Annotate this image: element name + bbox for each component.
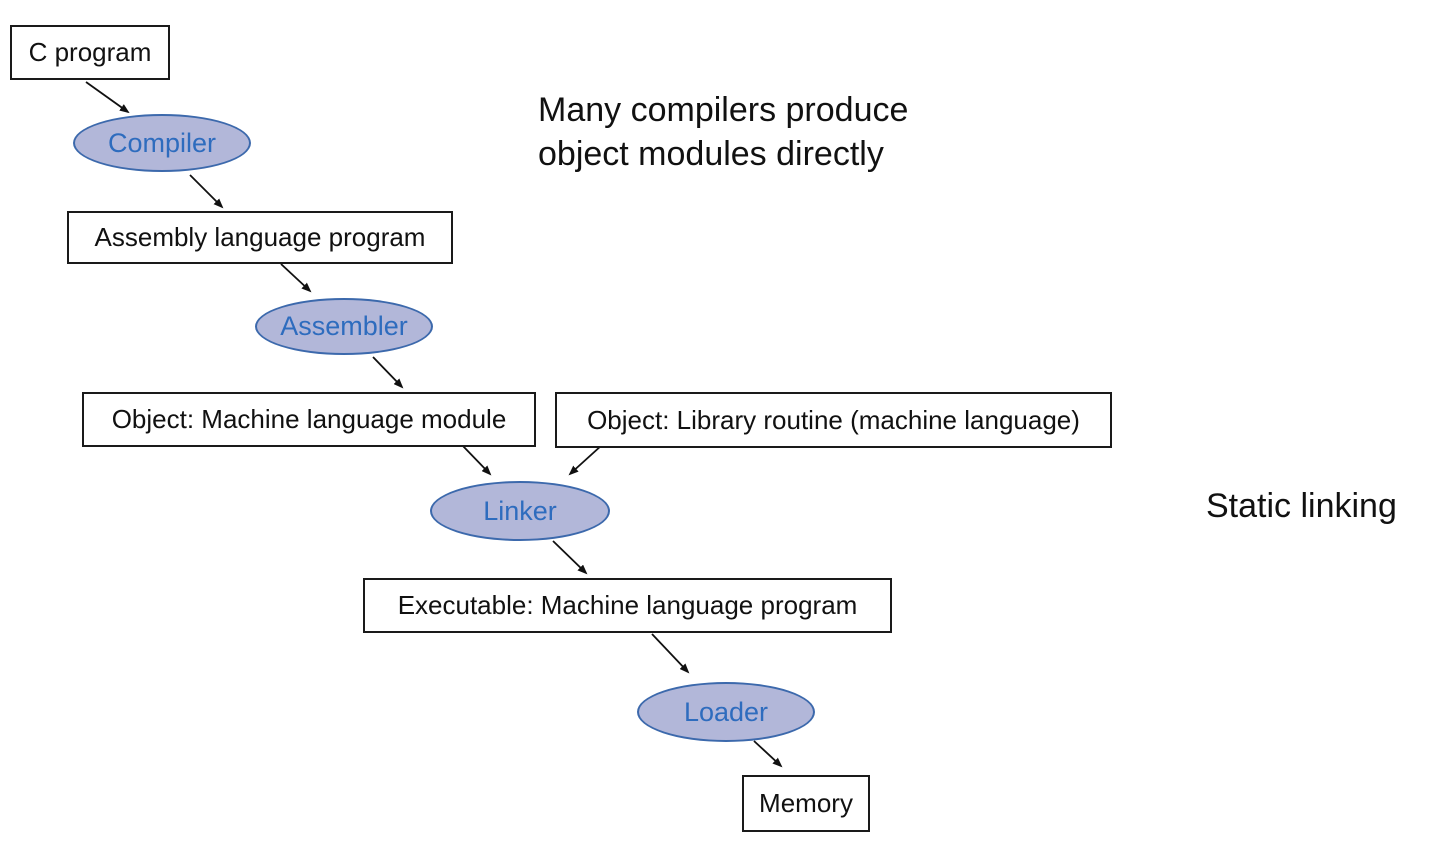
node-memory: Memory [742,775,870,832]
node-memory-label: Memory [759,788,853,818]
node-executable-machine-language-program: Executable: Machine language program [363,578,892,633]
node-assembler-label: Assembler [280,311,408,341]
arrow-object-to-linker [461,444,492,476]
node-object-machine-language-module: Object: Machine language module [82,392,536,447]
node-loader: Loader [637,682,815,742]
node-assembly-language-program: Assembly language program [67,211,453,264]
node-assembly-language-program-label: Assembly language program [94,222,426,252]
node-linker-label: Linker [483,495,557,526]
node-object-library-routine-label: Object: Library routine (machine languag… [587,404,1080,435]
annotation-many-compilers-line1: Many compilers produce [538,91,909,129]
node-c-program: C program [10,25,170,80]
annotation-static-linking: Static linking [1206,484,1397,528]
annotation-many-compilers-line2: object modules directly [538,135,884,173]
node-compiler: Compiler [73,114,251,172]
arrow-library-to-linker [568,444,603,476]
node-linker: Linker [430,481,610,541]
node-object-library-routine: Object: Library routine (machine languag… [555,392,1112,448]
node-assembler: Assembler [255,298,433,355]
arrow-assembly-to-assembler [280,263,312,293]
node-object-machine-language-module-label: Object: Machine language module [111,404,507,434]
annotation-static-linking-label: Static linking [1206,487,1397,525]
arrow-linker-to-executable [552,540,588,575]
node-c-program-label: C program [28,37,152,67]
annotation-many-compilers: Many compilers produce object modules di… [538,88,908,176]
node-loader-label: Loader [683,696,769,727]
node-compiler-label: Compiler [107,127,217,158]
node-executable-machine-language-program-label: Executable: Machine language program [397,590,858,620]
arrow-cprogram-to-compiler [85,81,130,114]
arrow-compiler-to-assembly [189,174,224,209]
arrow-executable-to-loader [651,633,690,674]
arrow-assembler-to-object [372,356,404,389]
arrow-loader-to-memory [753,740,783,768]
